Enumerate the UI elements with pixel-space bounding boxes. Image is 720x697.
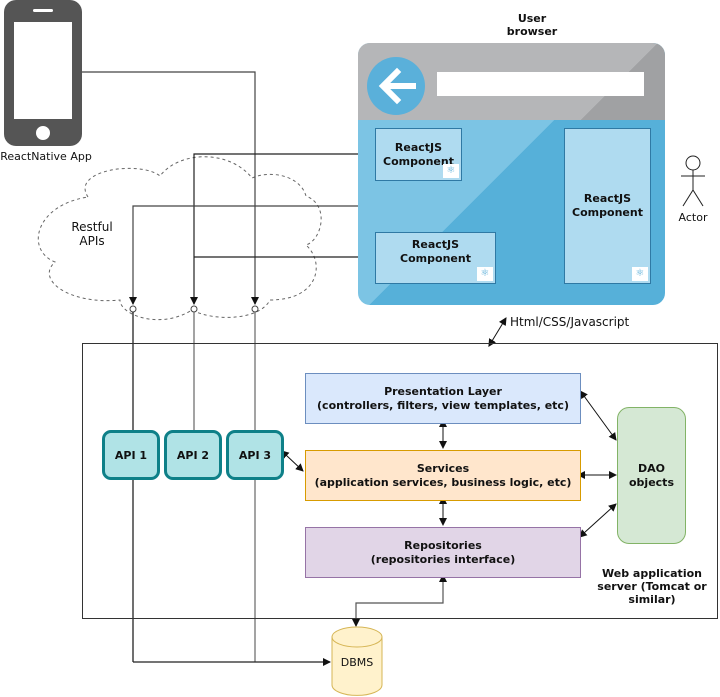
- api-2[interactable]: API 2: [164, 430, 222, 480]
- react-icon: ⚛: [477, 267, 493, 281]
- dao-objects: DAO objects: [617, 407, 686, 544]
- phone-home-button: [36, 126, 50, 140]
- presentation-layer: Presentation Layer (controllers, filters…: [305, 373, 581, 424]
- browser-toolbar: [358, 43, 665, 120]
- server-label: Web application server (Tomcat or simila…: [597, 567, 707, 607]
- actor-figure: [681, 155, 705, 207]
- cloud-label: Restful APIs: [60, 220, 124, 249]
- connector-repositories-dbms: [352, 574, 447, 627]
- repositories-layer: Repositories (repositories interface): [305, 527, 581, 578]
- react-icon: ⚛: [632, 267, 648, 281]
- protocol-label: Html/CSS/Javascript: [510, 315, 630, 329]
- dbms-cylinder: [331, 626, 383, 696]
- browser-title-line2: browser: [506, 25, 558, 39]
- web-application-server: [82, 343, 718, 619]
- react-icon: ⚛: [443, 164, 459, 178]
- cloud-label-line1: Restful: [71, 220, 113, 234]
- api-3[interactable]: API 3: [226, 430, 284, 480]
- connector-component1-api2: [190, 153, 375, 305]
- actor-label: Actor: [678, 211, 708, 224]
- connector-mobile-api3: [82, 71, 259, 305]
- phone-screen: [14, 22, 72, 119]
- reactjs-component-bottom: ReactJS Component ⚛: [375, 232, 496, 284]
- address-bar[interactable]: [437, 72, 644, 96]
- services-layer: Services (application services, business…: [305, 450, 581, 501]
- cloud-label-line2: APIs: [79, 234, 105, 249]
- back-arrow-icon[interactable]: [367, 57, 425, 115]
- browser-title: User browser: [500, 12, 564, 38]
- mobile-app-label: ReactNative App: [0, 150, 92, 163]
- phone-speaker: [33, 9, 53, 12]
- dbms-label: DBMS: [340, 656, 374, 669]
- restful-cloud: [37, 156, 322, 320]
- connector-browser-server: [488, 317, 507, 347]
- browser-title-line1: User: [517, 12, 547, 25]
- smartphone-icon: [4, 0, 82, 146]
- api-1[interactable]: API 1: [102, 430, 160, 480]
